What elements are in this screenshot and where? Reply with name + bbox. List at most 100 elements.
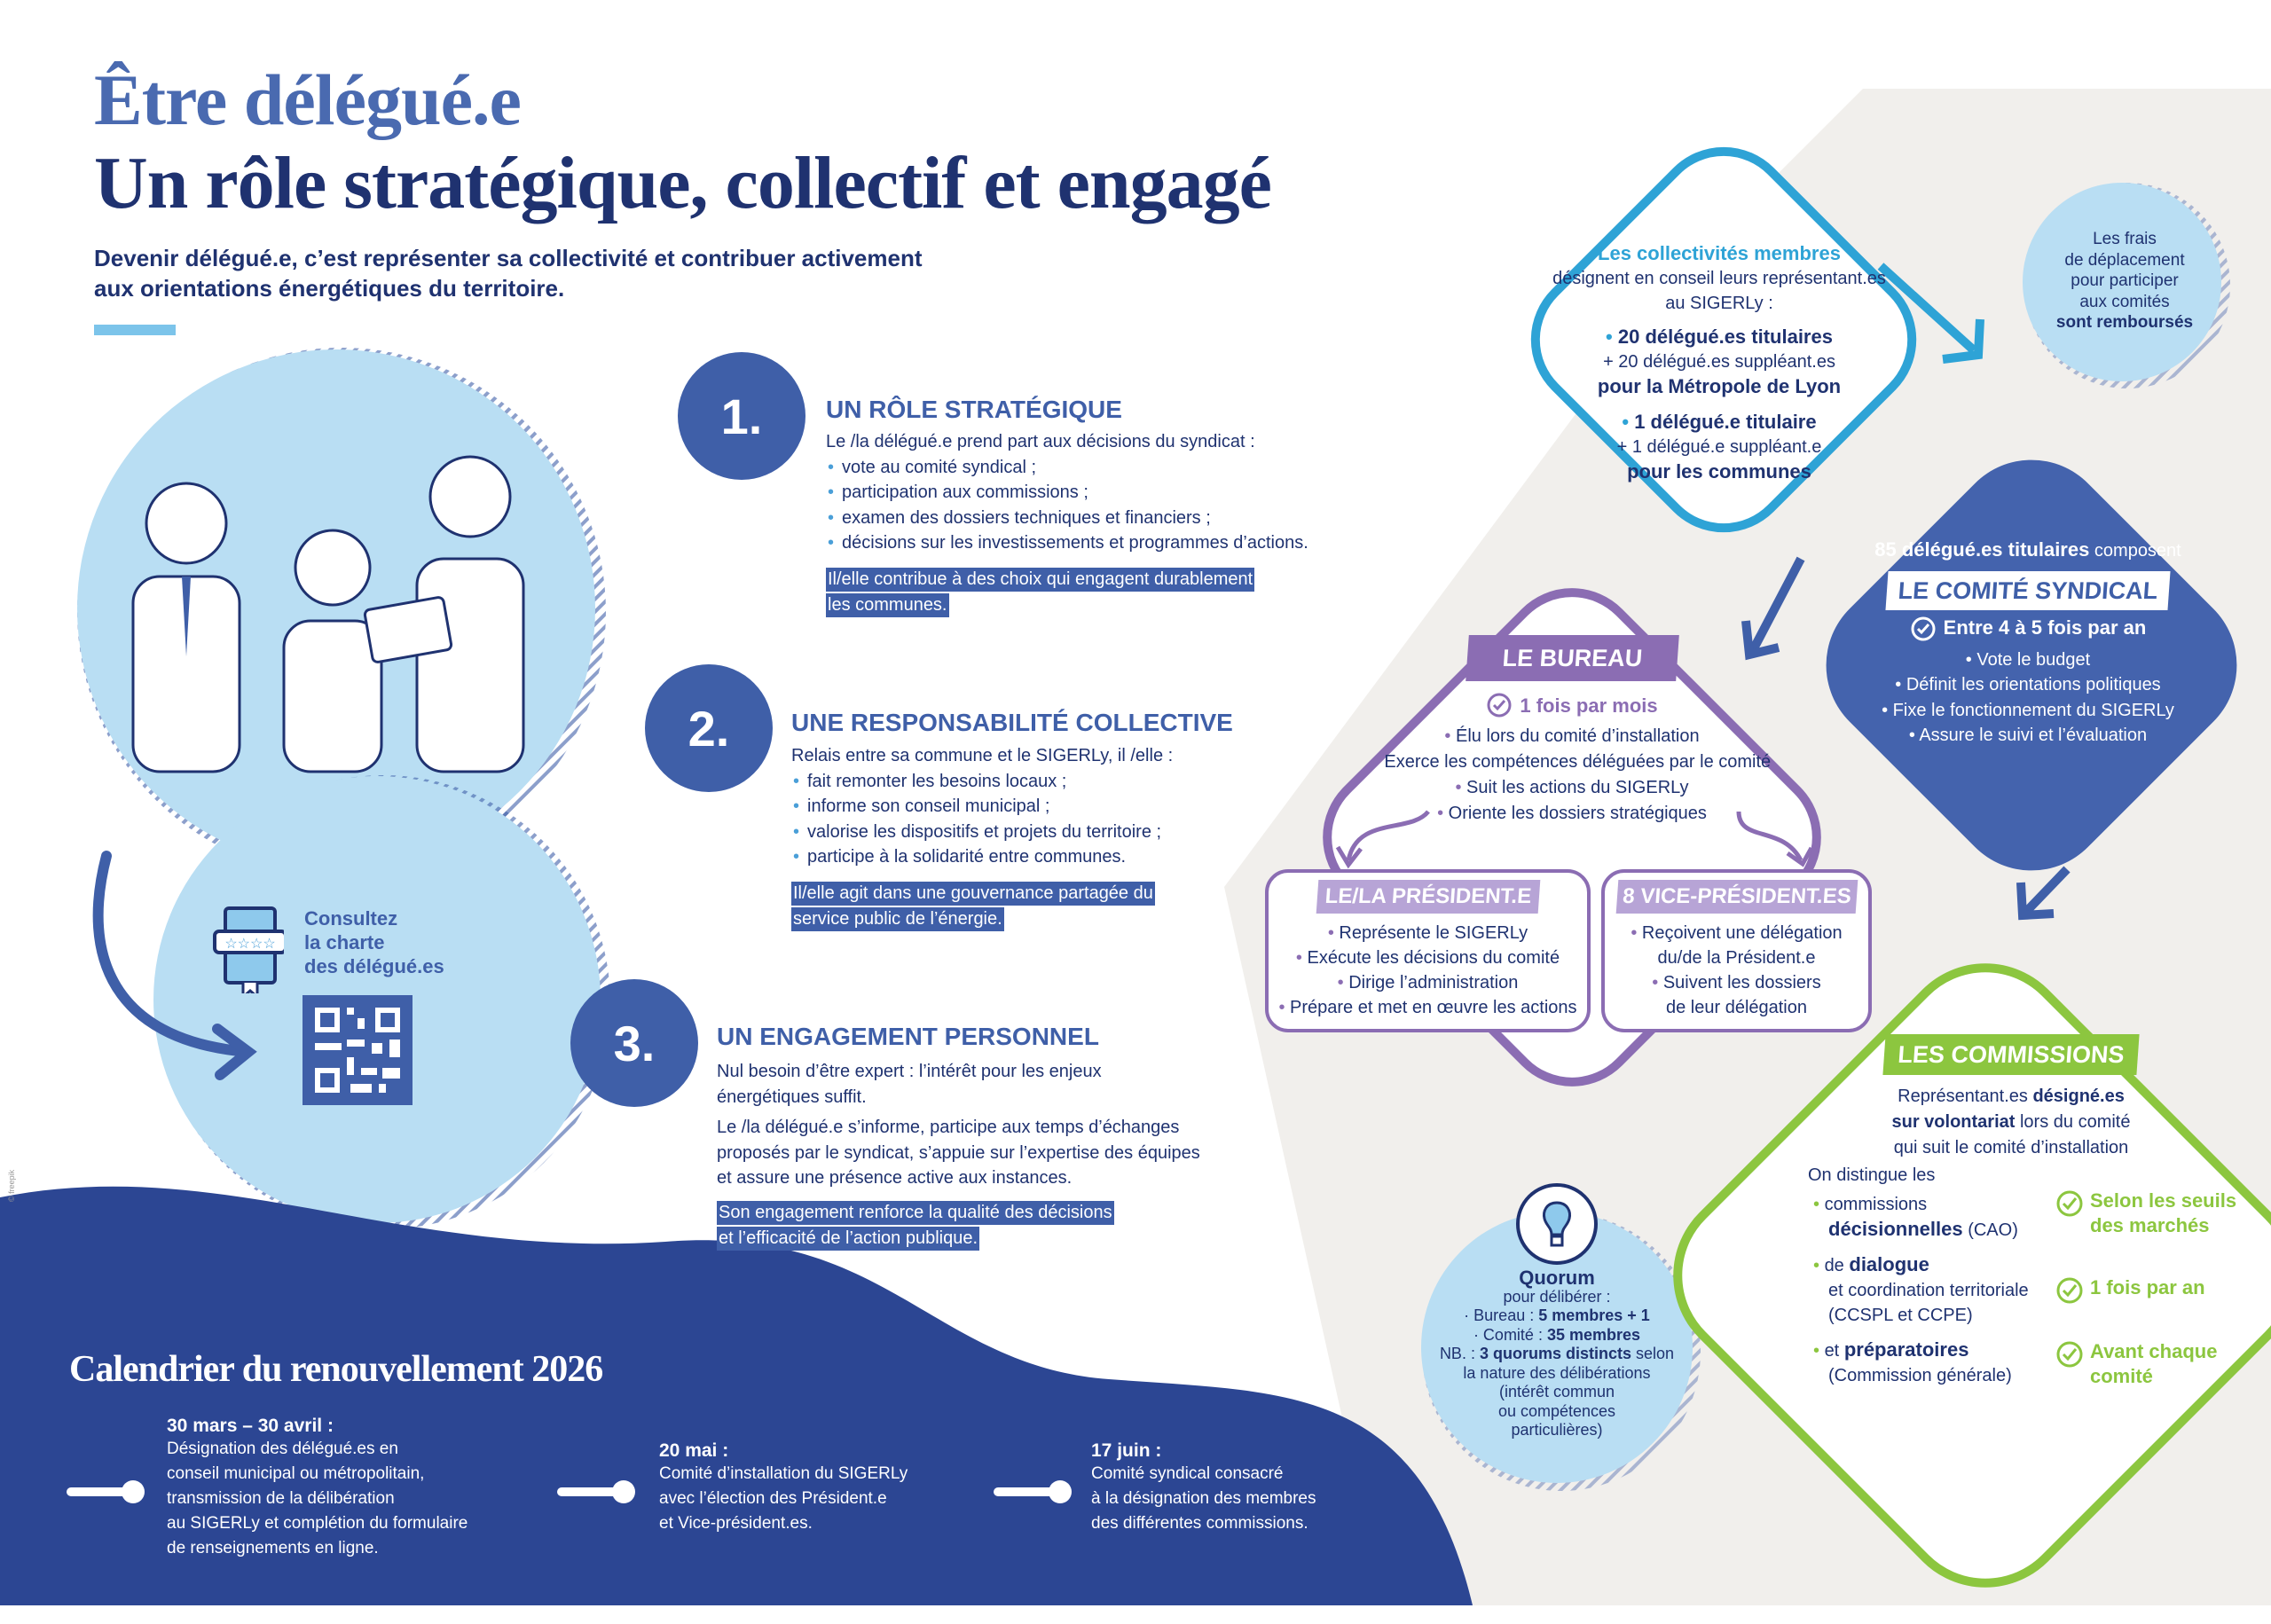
comite-block: 85 délégué.es titulaires composent LE CO…	[1874, 538, 2181, 745]
text-line: du/de la Président.e	[1657, 948, 1816, 968]
text-bold: 85 délégué.es titulaires	[1874, 538, 2090, 561]
calendar-text: à la désignation des membres	[1091, 1489, 1316, 1508]
intro-text: Relais entre sa commune et le SIGERLy, i…	[791, 746, 1174, 765]
section-body-2: Relais entre sa commune et le SIGERLy, i…	[791, 743, 1173, 931]
list-item: Prépare et met en œuvre les actions	[1290, 998, 1577, 1017]
calendar-text: et Vice-président.es.	[659, 1514, 813, 1533]
qr-code[interactable]	[303, 995, 413, 1105]
commission-item-2: • de dialogue et coordination territoria…	[1813, 1252, 2029, 1328]
commission-freq-2: 1 fois par an	[2055, 1275, 2205, 1306]
text-line: NB. :	[1439, 1345, 1475, 1362]
list-item: Oriente les dossiers stratégiques	[1448, 804, 1707, 823]
text-line: commissions	[1824, 1195, 1928, 1214]
quorum-title: Quorum	[1519, 1267, 1595, 1289]
section-body-1: Le /la délégué.e prend part aux décision…	[826, 429, 1308, 617]
vp-box: 8 VICE-PRÉSIDENT.ES • Reçoivent une délé…	[1601, 869, 1872, 1032]
arrow-collectivites-to-comite	[1877, 263, 1977, 354]
section-heading-3: UN ENGAGEMENT PERSONNEL	[717, 1023, 1099, 1050]
charter-line: la charte	[304, 931, 385, 953]
quorum-circle	[1421, 1212, 1693, 1483]
section-heading-2: UNE RESPONSABILITÉ COLLECTIVE	[791, 709, 1233, 736]
text-line: 20 délégué.es titulaires	[1617, 326, 1833, 348]
text-line: Représentant.es	[1898, 1087, 2028, 1106]
commission-item-1: • commissions décisionnelles (CAO)	[1813, 1195, 2018, 1240]
text-line: · Comité :	[1473, 1325, 1543, 1344]
list-item: Suit les actions du SIGERLy	[1466, 778, 1689, 797]
section-heading-1: UN RÔLE STRATÉGIQUE	[826, 396, 1122, 423]
clock-check-icon	[2056, 1190, 2083, 1217]
subtitle-line: aux orientations énergétiques du territo…	[94, 275, 565, 302]
list-item: informe son conseil municipal ;	[791, 794, 1173, 820]
section-number-2: 2.	[645, 664, 773, 792]
text-line: 1 délégué.e titulaire	[1634, 411, 1817, 433]
text-line: qui suit le comité d’installation	[1893, 1138, 2129, 1157]
frequency: 1 fois par mois	[1520, 694, 1658, 717]
frais-block: Les frais de déplacement pour participer…	[2036, 229, 2213, 333]
arrow-comite-to-commissions	[2021, 866, 2071, 917]
text-bold: préparatoires	[1843, 1338, 1969, 1361]
frequency: 1 fois par an	[2090, 1276, 2205, 1298]
calendar-title: Calendrier du renouvellement 2026	[69, 1349, 603, 1390]
section-number-3: 3.	[570, 979, 698, 1107]
title-line-2: Un rôle stratégique, collectif et engagé	[94, 142, 1272, 224]
paragraph-line: proposés par le syndicat, s’appuie sur l…	[717, 1142, 1200, 1163]
list-item: examen des dossiers techniques et financ…	[826, 506, 1308, 531]
collectivites-block: Les collectivités membres désignent en c…	[1533, 241, 1906, 484]
text-line: selon	[1636, 1345, 1675, 1362]
paragraph-line: Le /la délégué.e s’informe, participe au…	[717, 1118, 1180, 1138]
calendar-text: Comité d’installation du SIGERLy	[659, 1464, 908, 1483]
paragraph-line: et assure une présence active aux instan…	[717, 1168, 1073, 1189]
text-line: au SIGERLy :	[1665, 294, 1773, 313]
text-bold: 35 membres	[1546, 1325, 1641, 1344]
list-item: valorise les dispositifs et projets du t…	[791, 820, 1173, 845]
text-line: et	[1824, 1341, 1840, 1361]
frequency: Selon les seuils	[2090, 1189, 2237, 1212]
text-line: composent	[2094, 541, 2181, 561]
paragraph-line: énergétiques suffit.	[717, 1087, 867, 1107]
text-bold: 3 quorums distincts	[1479, 1345, 1631, 1362]
calendar-item-3: 17 juin : Comité syndical consacré à la …	[1091, 1440, 1316, 1536]
text-line: (CCSPL et CCPE)	[1828, 1306, 1973, 1325]
comite-label: LE COMITÉ SYNDICAL	[1885, 570, 2171, 610]
text-line: + 20 délégué.es suppléant.es	[1603, 352, 1835, 372]
list-item: Élu lors du comité d’installation	[1455, 726, 1700, 746]
calendar-text: de renseignements en ligne.	[167, 1539, 379, 1557]
highlight-text: les communes.	[826, 592, 949, 617]
text-line: désignent en conseil leurs représentant.…	[1552, 269, 1886, 288]
highlight-text: Il/elle agit dans une gouvernance partag…	[791, 881, 1155, 906]
frequency: Entre 4 à 5 fois par an	[1943, 616, 2147, 639]
charter-line: Consultez	[304, 907, 398, 930]
highlight-text: et l’efficacité de l’action publique.	[717, 1226, 980, 1251]
accent-bar	[94, 325, 176, 335]
list-item: Vote le budget	[1976, 649, 2091, 670]
intro-text: Le /la délégué.e prend part aux décision…	[826, 432, 1255, 451]
arrow-comite-to-bureau	[1748, 556, 1805, 655]
text-line: · Bureau :	[1464, 1306, 1535, 1324]
text-line: pour participer	[2071, 271, 2179, 290]
calendar-wave	[0, 1186, 1473, 1605]
list-item: Reçoivent une délégation	[1641, 923, 1843, 943]
list-item: Définit les orientations politiques	[1906, 675, 2161, 694]
text-line: ou compétences	[1497, 1401, 1616, 1420]
text-line: (Commission générale)	[1828, 1366, 2012, 1385]
calendar-date: 30 mars – 30 avril :	[167, 1416, 334, 1436]
calendar-text: Comité syndical consacré	[1091, 1464, 1284, 1483]
section-body-3: Nul besoin d’être expert : l’intérêt pou…	[717, 1059, 1200, 1251]
commission-item-3: • et préparatoires (Commission générale)	[1813, 1338, 2012, 1388]
list-item: participation aux commissions ;	[826, 480, 1308, 506]
lightbulb-icon	[1516, 1183, 1598, 1265]
text-line: aux comités	[2079, 292, 2170, 311]
calendar-text: conseil municipal ou métropolitain,	[167, 1464, 425, 1483]
commissions-intro: Représentant.es désigné.es sur volontari…	[1834, 1084, 2188, 1161]
arrow-to-charter	[92, 851, 245, 1056]
text-line: de leur délégation	[1665, 998, 1807, 1017]
text-line: lors du comité	[2019, 1112, 2131, 1132]
text-line: pour la Métropole de Lyon	[1597, 375, 1842, 397]
text-line: sont remboursés	[2055, 313, 2194, 332]
text-line: pour les communes	[1627, 460, 1811, 482]
text-bold: sur volontariat	[1891, 1112, 2016, 1132]
bureau-arrows	[1335, 810, 1814, 869]
frequency: des marchés	[2090, 1214, 2210, 1236]
